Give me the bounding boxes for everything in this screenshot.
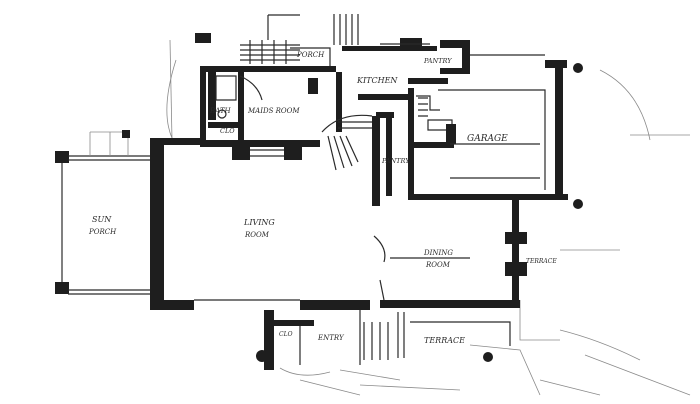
label-terrace-right: TERRACE: [526, 258, 557, 265]
sun-porch: [55, 130, 150, 295]
label-kitchen: KITCHEN: [356, 76, 398, 85]
porch-stairs: [240, 14, 359, 72]
label-garage: GARAGE: [467, 134, 508, 144]
label-living: LIVING: [243, 218, 275, 227]
kitchen-walls: [308, 38, 545, 132]
label-maids-room: MAIDS ROOM: [247, 107, 300, 115]
label-clo: CLO: [220, 127, 235, 135]
label-sun: SUN: [92, 215, 112, 224]
label-porch: PORCH: [296, 51, 325, 59]
central-stair: [321, 112, 394, 263]
label-dining: DINING: [423, 249, 453, 257]
label-pantry-side: PANTRY: [381, 157, 410, 165]
label-sun-porch: PORCH: [88, 228, 117, 236]
exterior-walls: [150, 33, 568, 310]
fireplace-bay: [232, 146, 302, 160]
site-sketch-lines: [166, 39, 691, 396]
entry-terrace: [194, 299, 511, 381]
label-pantry-top: PANTRY: [423, 57, 452, 65]
dining-bay: [379, 232, 527, 301]
label-living-room: ROOM: [244, 231, 270, 239]
label-entry: ENTRY: [317, 334, 345, 342]
label-dining-room: ROOM: [425, 261, 451, 269]
label-clo-small: CLO: [279, 331, 293, 338]
label-terrace-bottom: TERRACE: [424, 336, 465, 345]
bath-maids-walls: [208, 72, 263, 142]
exterior-columns: [256, 63, 583, 362]
label-bath: BATH: [209, 107, 231, 115]
room-labels: PORCH KITCHEN PANTRY BATH MAIDS ROOM CLO…: [88, 51, 557, 345]
garage-interior: [414, 89, 546, 190]
